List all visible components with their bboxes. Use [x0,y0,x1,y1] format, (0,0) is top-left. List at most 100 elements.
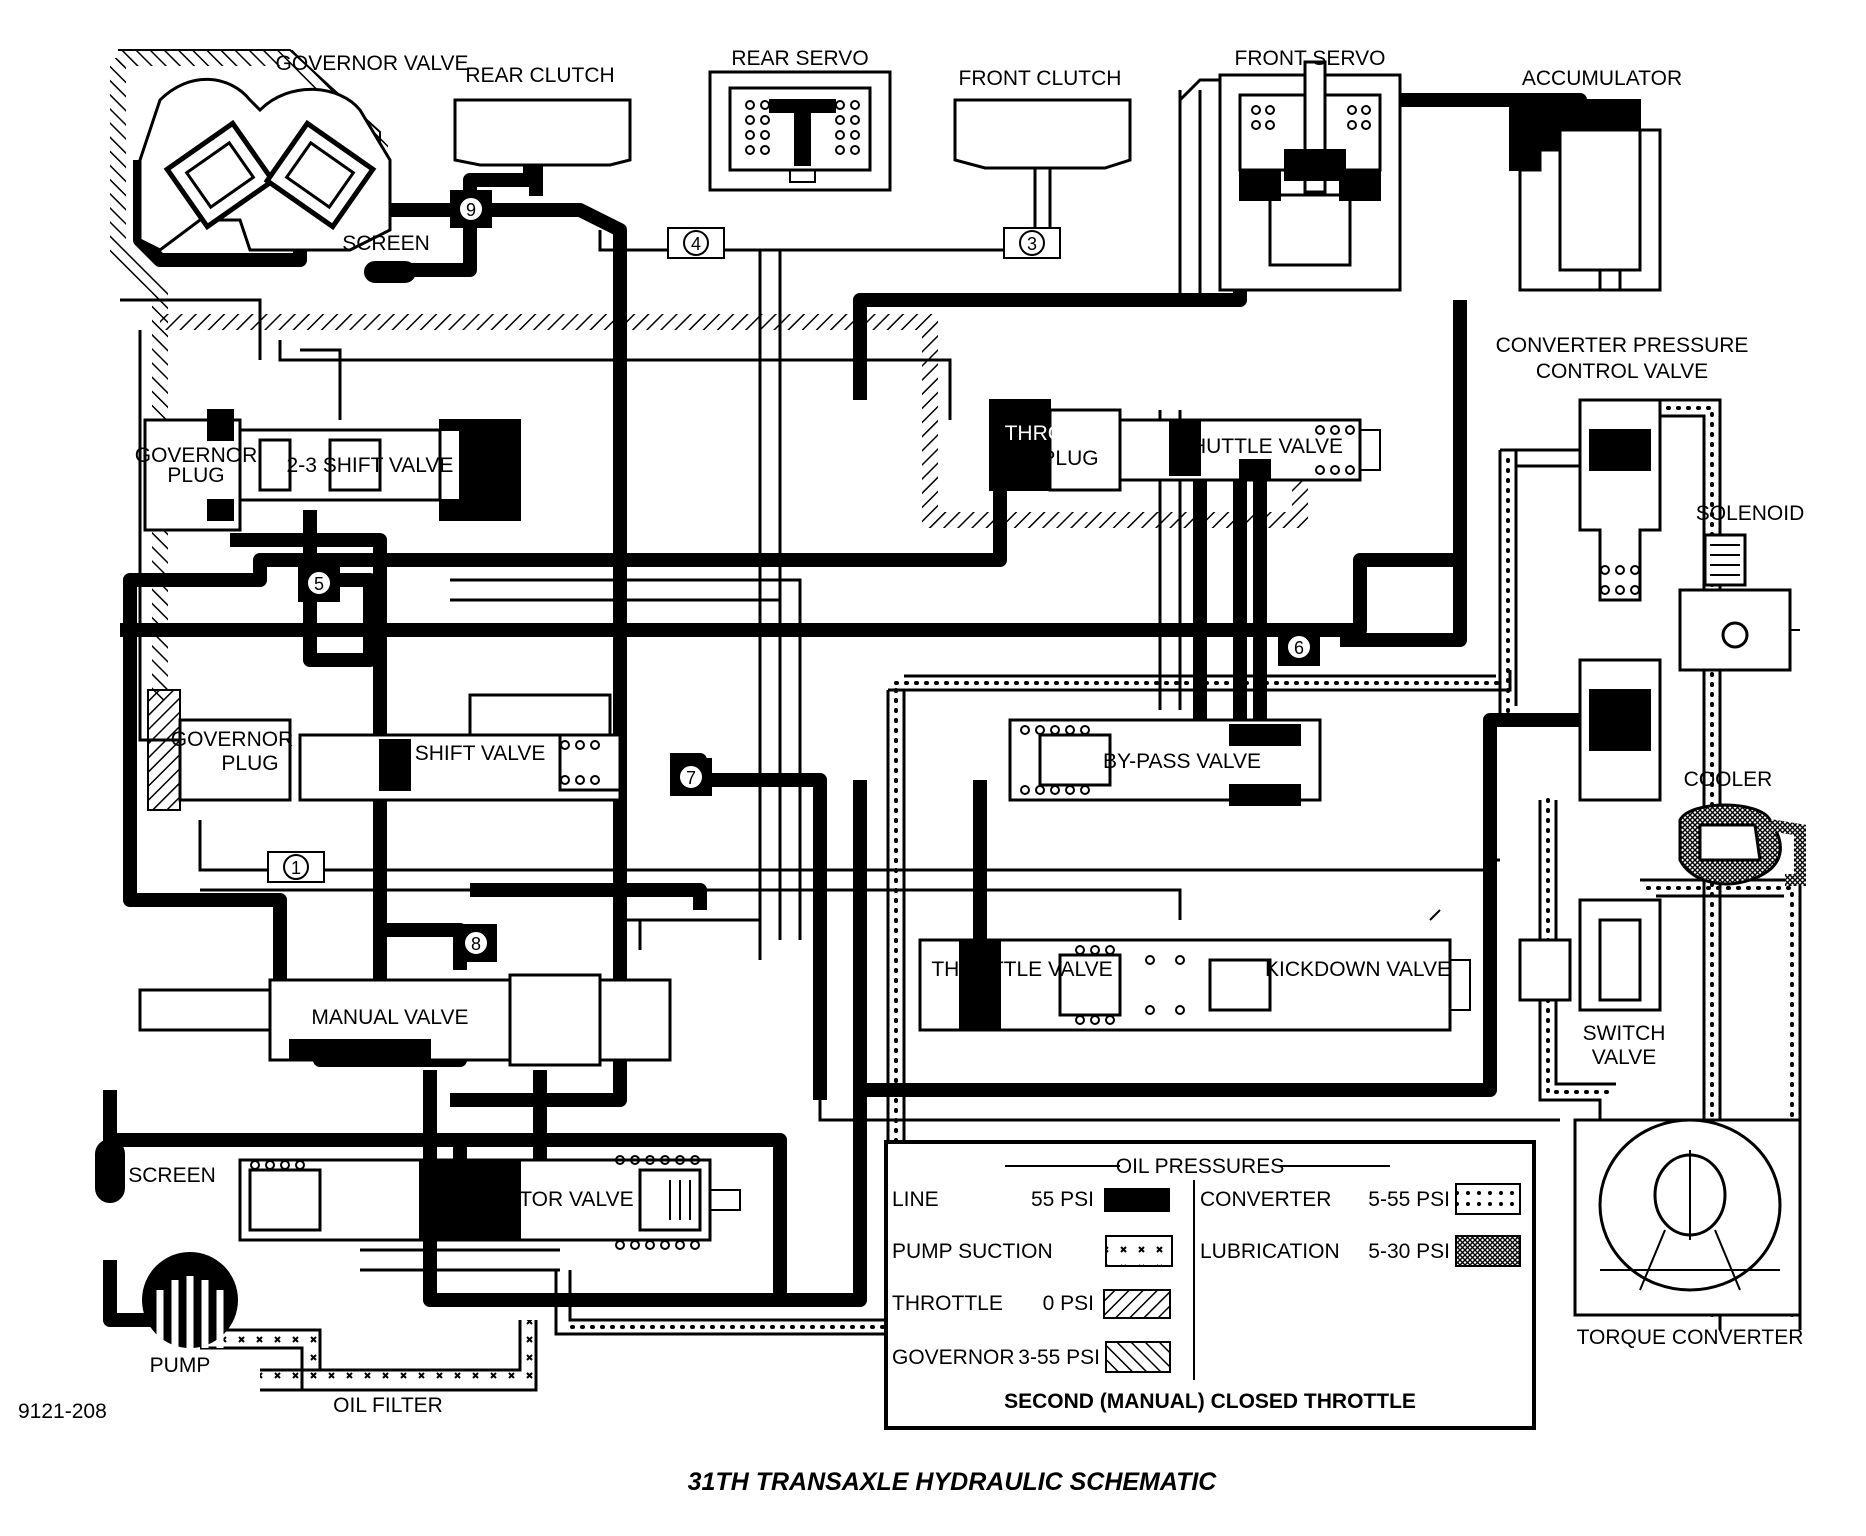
svg-text:3: 3 [1027,234,1037,254]
label-torque-converter: TORQUE CONVERTER [1577,1326,1804,1349]
label-oil-filter: OIL FILTER [333,1394,443,1417]
torque-converter [1573,1118,1802,1317]
rear-servo [708,70,892,192]
svg-text:4: 4 [691,234,701,254]
legend-throttle-value: 0 PSI [1043,1292,1094,1315]
label-front-servo: FRONT SERVO [1235,47,1386,70]
legend-item-governor: GOVERNOR 3-55 PSI [892,1341,1171,1373]
legend-item-converter: CONVERTER 5-55 PSI [1200,1183,1521,1215]
label-throttle-valve: THROTTLE VALVE [931,958,1112,981]
legend-item-line: LINE 55 PSI [892,1188,1170,1212]
label-converter-pressure: CONVERTER PRESSURE [1496,334,1749,357]
label-throttle-plug-1: THROTTLE [1005,422,1116,445]
check-ball-1: 1 [267,851,325,883]
svg-text:1: 1 [291,858,301,878]
svg-text:6: 6 [1294,638,1304,658]
rear-clutch [453,98,632,196]
legend-item-lubrication: LUBRICATION 5-30 PSI [1200,1235,1521,1267]
label-pump: PUMP [150,1354,211,1377]
label-screen-bottom: SCREEN [128,1164,216,1187]
check-ball-6: 6 [1278,628,1320,666]
legend: OIL PRESSURES LINE 55 PSI PUMP SUCTION T… [884,1140,1536,1430]
legend-line-swatch [1104,1188,1170,1212]
legend-footer: SECOND (MANUAL) CLOSED THROTTLE [1004,1390,1416,1413]
screen-top [364,261,416,283]
throttle-kickdown-body [918,909,1471,1032]
check-ball-3: 3 [1003,227,1061,259]
legend-lubrication-value: 5-30 PSI [1368,1240,1450,1263]
label-shift-valve-23: 2-3 SHIFT VALVE [287,454,454,477]
screen-bottom [95,1139,125,1203]
label-governor-valve-1: GOVERNOR VALVE [276,52,469,75]
label-control-valve: CONTROL VALVE [1536,360,1708,383]
svg-text:7: 7 [686,768,696,788]
shuttle-valve-body [989,399,1381,492]
governor-valve [138,77,392,252]
legend-item-pump-suction: PUMP SUCTION [892,1235,1173,1267]
legend-governor-name: GOVERNOR [892,1346,1015,1369]
legend-suction-name: PUMP SUCTION [892,1240,1053,1263]
component-labels: GOVERNOR VALVE REAR CLUTCH REAR SERVO FR… [128,47,1804,1417]
label-cooler: COOLER [1684,768,1773,791]
converter-passages [554,398,1802,1336]
legend-lubrication-swatch [1455,1235,1521,1267]
label-governor-plug-upper-2: PLUG [167,464,224,487]
label-manual-valve: MANUAL VALVE [311,1006,468,1029]
svg-text:9: 9 [466,200,476,220]
check-ball-8: 7 [670,758,712,796]
shift-valve-23-body [143,409,521,532]
label-switch-2: VALVE [1592,1046,1657,1069]
label-solenoid: SOLENOID [1696,502,1805,525]
switch-valve-body [1518,898,1662,1012]
legend-line-value: 55 PSI [1031,1188,1094,1211]
label-governor-plug-upper-1: GOVERNOR [135,444,258,467]
legend-item-throttle: THROTTLE 0 PSI [892,1289,1171,1319]
front-servo [1218,60,1402,292]
legend-throttle-swatch [1103,1289,1171,1319]
svg-text:8: 8 [471,934,481,954]
legend-governor-swatch [1105,1341,1171,1373]
svg-text:5: 5 [314,574,324,594]
regulator-valve-body [238,1155,741,1250]
shift-valve-12-body [178,693,622,802]
accumulator [1509,99,1662,292]
converter-pressure-control-valve [1578,398,1662,802]
label-screen-top: SCREEN [342,232,430,255]
check-ball-7: 9 [450,190,492,228]
legend-lubrication-name: LUBRICATION [1200,1240,1340,1263]
check-ball-5: 5 [298,564,340,602]
label-kickdown-valve: KICKDOWN VALVE [1265,958,1451,981]
label-switch-1: SWITCH [1583,1022,1666,1045]
pump [142,1252,238,1348]
front-clutch [953,98,1132,235]
cooler [1678,803,1806,886]
manual-valve-body [138,973,672,1067]
label-governor-plug-lower-2: PLUG [221,752,278,775]
suction-passages [200,1320,538,1392]
solenoid [1678,533,1800,672]
legend-converter-name: CONVERTER [1200,1188,1331,1211]
legend-line-name: LINE [892,1188,939,1211]
label-regulator-valve: REGULATOR VALVE [434,1188,633,1211]
label-throttle-plug-2: PLUG [1041,447,1098,470]
label-shuttle-valve: SHUTTLE VALVE [1177,435,1343,458]
label-shift-valve-12: 1-2 SHIFT VALVE [379,742,546,765]
check-ball-9: 8 [455,924,497,962]
label-rear-clutch: REAR CLUTCH [465,64,614,87]
figure-caption: 31TH TRANSAXLE HYDRAULIC SCHEMATIC [688,1468,1218,1496]
label-front-clutch: FRONT CLUTCH [959,67,1122,90]
figure-code: 9121-208 [18,1400,107,1423]
legend-suction-swatch [1105,1235,1173,1267]
legend-throttle-name: THROTTLE [892,1292,1003,1315]
legend-governor-value: 3-55 PSI [1018,1346,1100,1369]
legend-converter-swatch [1455,1183,1521,1215]
line-pressure-passages [103,93,1640,1327]
label-rear-servo: REAR SERVO [731,47,868,70]
check-ball-4: 4 [667,227,725,259]
label-accumulator: ACCUMULATOR [1522,67,1682,90]
bypass-valve-body [1008,718,1322,806]
legend-converter-value: 5-55 PSI [1368,1188,1450,1211]
label-governor-plug-lower-1: GOVERNOR [171,728,294,751]
legend-title: OIL PRESSURES [1116,1155,1284,1178]
